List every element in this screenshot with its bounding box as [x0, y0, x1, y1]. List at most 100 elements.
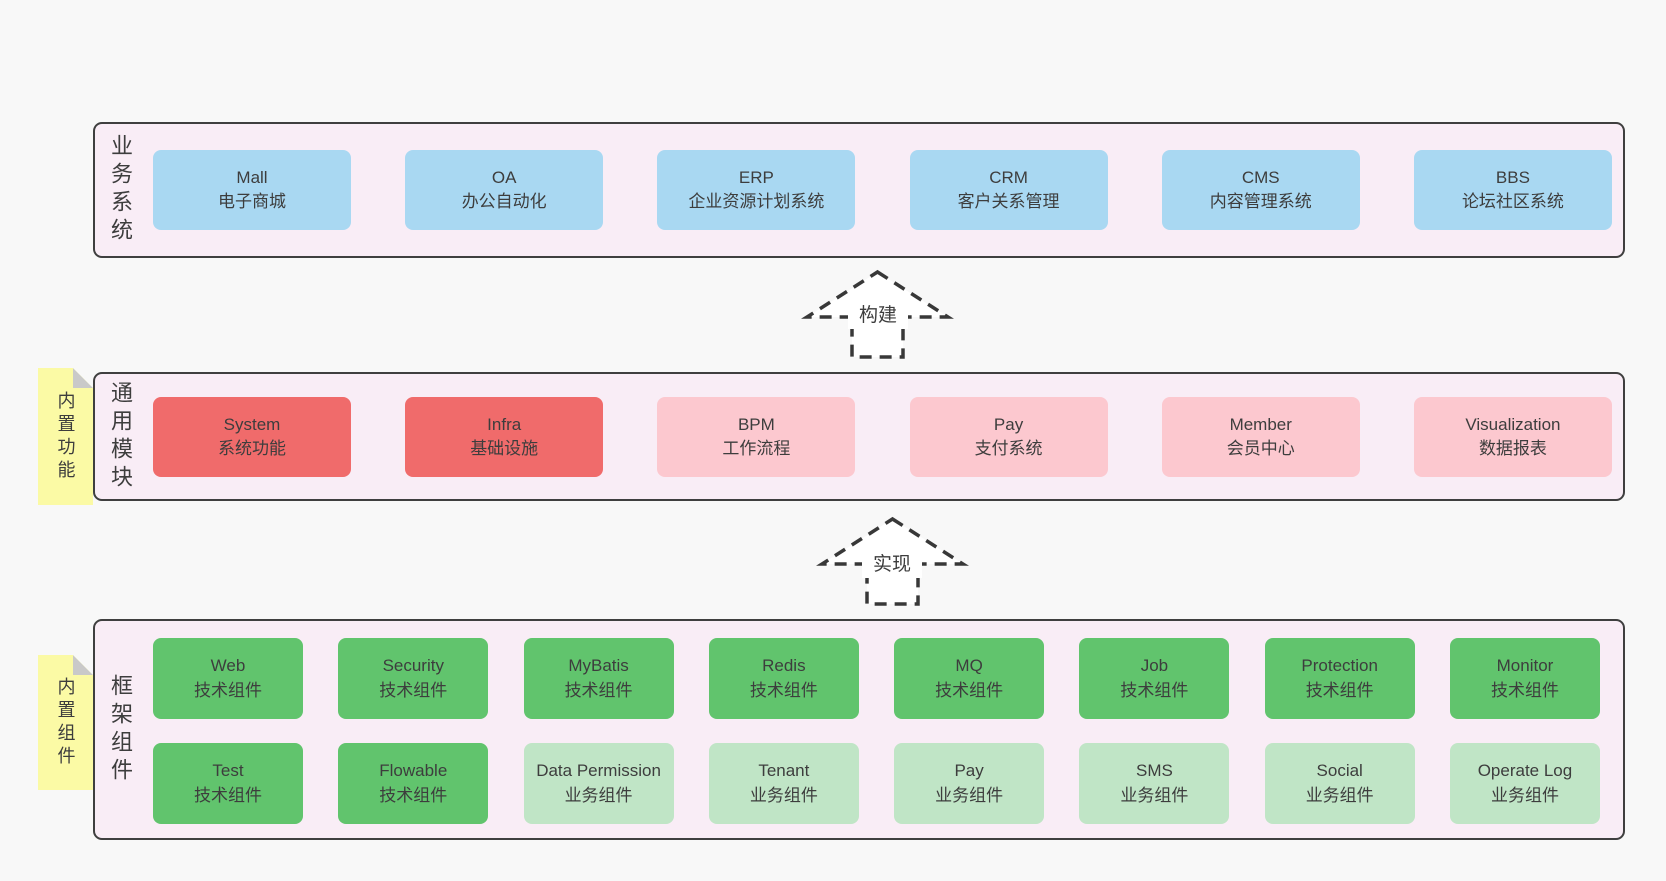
component-box: MyBatis 技术组件: [523, 638, 674, 719]
business-system-box: Mall 电子商城: [153, 150, 351, 230]
component-box: Tenant 业务组件: [708, 743, 859, 824]
implement-arrow-label: 实现: [862, 552, 922, 578]
module-box: Member 会员中心: [1161, 397, 1360, 477]
module-box: System 系统功能: [153, 397, 351, 477]
box-title: Visualization: [1465, 414, 1561, 434]
box-title: CMS: [1241, 167, 1280, 187]
box-subtitle: 业务组件: [935, 785, 1004, 805]
business-system-box: CRM 客户关系管理: [909, 150, 1108, 230]
box-title: System: [223, 414, 281, 434]
common-modules-row: System 系统功能 Infra 基础设施 BPM 工作流程 Pay 支付系统: [153, 397, 1612, 477]
component-box: Test 技术组件: [153, 743, 303, 824]
box-title: SMS: [1135, 761, 1173, 781]
box-title: Mall: [236, 167, 268, 187]
box-subtitle: 办公自动化: [461, 192, 547, 211]
box-subtitle: 技术组件: [379, 785, 448, 805]
business-system-box: ERP 企业资源计划系统: [657, 150, 856, 230]
box-subtitle: 论坛社区系统: [1461, 192, 1564, 211]
box-title: CRM: [989, 167, 1028, 187]
box-title: Infra: [487, 414, 522, 434]
box-title: Pay: [954, 761, 984, 781]
business-system-box: CMS 内容管理系统: [1161, 150, 1360, 230]
box-subtitle: 技术组件: [1490, 680, 1559, 700]
component-box: MQ 技术组件: [894, 638, 1045, 719]
box-subtitle: 技术组件: [564, 680, 633, 700]
box-title: Member: [1229, 414, 1292, 434]
box-title: Flowable: [379, 761, 448, 781]
business-systems-label: 业务系统: [108, 134, 133, 246]
box-subtitle: 客户关系管理: [957, 192, 1060, 211]
box-title: Social: [1316, 761, 1363, 781]
component-box: Social 业务组件: [1264, 743, 1415, 824]
box-subtitle: 系统功能: [218, 439, 286, 458]
box-subtitle: 技术组件: [1120, 680, 1189, 700]
component-box: Protection 技术组件: [1264, 638, 1415, 719]
business-systems-row: Mall 电子商城 OA 办公自动化 ERP 企业资源计划系统 CRM 客户关系…: [153, 150, 1612, 230]
component-box: Redis 技术组件: [708, 638, 859, 719]
component-box: Monitor 技术组件: [1449, 638, 1600, 719]
box-subtitle: 业务组件: [1490, 785, 1559, 805]
box-subtitle: 技术组件: [935, 680, 1004, 700]
framework-components-layer: 框架组件 Web 技术组件 Security 技术组件 MyBatis: [93, 619, 1625, 840]
box-title: Operate Log: [1477, 761, 1573, 781]
box-subtitle: 基础设施: [470, 439, 539, 458]
box-title: Protection: [1301, 656, 1378, 676]
box-title: BPM: [737, 414, 775, 434]
built-in-components-note: 内置组件: [38, 655, 93, 790]
box-title: Pay: [993, 414, 1024, 434]
box-title: MQ: [955, 656, 983, 676]
component-box: Security 技术组件: [338, 638, 489, 719]
box-subtitle: 内容管理系统: [1209, 192, 1312, 211]
box-title: Job: [1140, 656, 1169, 676]
note-fold-icon: [73, 368, 93, 388]
box-title: Test: [212, 761, 244, 781]
box-subtitle: 支付系统: [974, 439, 1043, 458]
component-box: SMS 业务组件: [1079, 743, 1230, 824]
box-subtitle: 业务组件: [749, 785, 818, 805]
box-subtitle: 电子商城: [218, 192, 286, 211]
module-box: BPM 工作流程: [657, 397, 856, 477]
framework-components-row-1: Web 技术组件 Security 技术组件 MyBatis 技术组件: [153, 638, 1600, 719]
box-subtitle: 企业资源计划系统: [688, 192, 825, 211]
build-arrow-label: 构建: [848, 303, 908, 329]
component-box: Data Permission 业务组件: [523, 743, 674, 824]
box-title: BBS: [1495, 167, 1530, 187]
component-box: Operate Log 业务组件: [1449, 743, 1600, 824]
framework-components-row-2: Test 技术组件 Flowable 技术组件 Data Permission …: [153, 743, 1600, 824]
note-fold-icon: [73, 655, 93, 675]
box-title: Web: [210, 656, 246, 676]
box-title: Tenant: [758, 761, 810, 781]
box-subtitle: 技术组件: [379, 680, 448, 700]
box-subtitle: 技术组件: [194, 680, 262, 700]
box-subtitle: 业务组件: [1305, 785, 1374, 805]
box-title: MyBatis: [568, 656, 629, 676]
box-title: Security: [382, 656, 444, 676]
box-subtitle: 业务组件: [564, 785, 633, 805]
box-subtitle: 技术组件: [749, 680, 818, 700]
box-subtitle: 技术组件: [194, 785, 262, 805]
component-box: Web 技术组件: [153, 638, 303, 719]
module-box: Visualization 数据报表: [1413, 397, 1612, 477]
box-subtitle: 技术组件: [1305, 680, 1374, 700]
built-in-features-note-text: 内置功能: [55, 390, 76, 483]
framework-components-label: 框架组件: [108, 673, 133, 786]
component-box: Pay 业务组件: [894, 743, 1045, 824]
business-systems-layer: 业务系统 Mall 电子商城 OA 办公自动化 ERP 企业资源计划系统: [93, 122, 1625, 258]
built-in-components-note-text: 内置组件: [55, 676, 76, 769]
module-box: Pay 支付系统: [909, 397, 1108, 477]
common-modules-label: 通用模块: [108, 380, 133, 493]
component-box: Job 技术组件: [1079, 638, 1230, 719]
module-box: Infra 基础设施: [405, 397, 604, 477]
box-title: ERP: [738, 167, 774, 187]
framework-components-rows: Web 技术组件 Security 技术组件 MyBatis 技术组件: [153, 638, 1600, 824]
component-box: Flowable 技术组件: [338, 743, 489, 824]
box-subtitle: 数据报表: [1478, 439, 1547, 458]
business-system-box: OA 办公自动化: [405, 150, 604, 230]
box-title: Monitor: [1496, 656, 1554, 676]
box-title: Redis: [762, 656, 806, 676]
built-in-features-note: 内置功能: [38, 368, 93, 505]
box-title: OA: [491, 167, 517, 187]
box-subtitle: 会员中心: [1226, 439, 1295, 458]
common-modules-layer: 通用模块 System 系统功能 Infra 基础设施 BPM 工作流程: [93, 372, 1625, 501]
